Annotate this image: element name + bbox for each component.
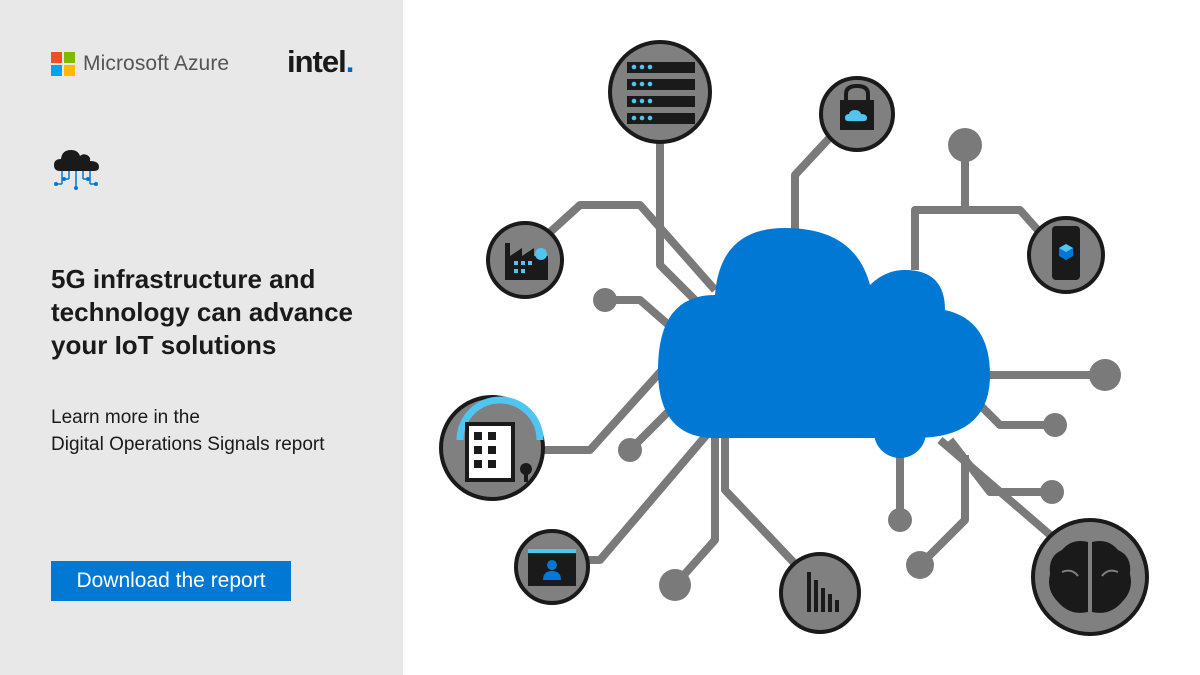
smart-factory-icon bbox=[505, 243, 548, 280]
bar-chart-node bbox=[779, 552, 861, 634]
download-report-button[interactable]: Download the report bbox=[51, 561, 291, 601]
connector-lines bbox=[490, 129, 1100, 588]
smart-building-node bbox=[439, 395, 545, 501]
iot-cloud-illustration bbox=[439, 40, 1149, 636]
mobile-device-icon bbox=[1052, 226, 1080, 280]
microsoft-azure-wordmark: Microsoft Azure bbox=[83, 52, 230, 75]
brain-node bbox=[1031, 518, 1149, 636]
remote-user-icon bbox=[528, 549, 576, 586]
remote-user-node bbox=[514, 529, 590, 605]
smart-building-icon bbox=[456, 396, 544, 482]
bar-chart-icon bbox=[807, 572, 839, 612]
cloud-network-icon bbox=[54, 150, 99, 190]
subline-line-2: Digital Operations Signals report bbox=[51, 434, 325, 455]
locked-cloud-icon bbox=[840, 83, 874, 130]
intel-logo: intel. bbox=[287, 44, 354, 79]
locked-cloud-node bbox=[819, 76, 895, 152]
subline-line-1: Learn more in the bbox=[51, 407, 200, 428]
mobile-device-node bbox=[1027, 216, 1105, 294]
smart-factory-node bbox=[486, 221, 564, 299]
headline: 5G infrastructure and technology can adv… bbox=[51, 264, 353, 360]
left-panel: Microsoft Azure intel. 5G infrastructure… bbox=[0, 0, 403, 675]
server-rack-node bbox=[608, 40, 712, 144]
connector-endpoints bbox=[593, 128, 1121, 601]
server-rack-icon bbox=[627, 62, 695, 124]
brain-icon bbox=[1049, 541, 1131, 613]
central-cloud bbox=[658, 228, 990, 438]
microsoft-azure-logo: Microsoft Azure bbox=[51, 52, 229, 76]
microsoft-logo-icon bbox=[51, 52, 75, 76]
